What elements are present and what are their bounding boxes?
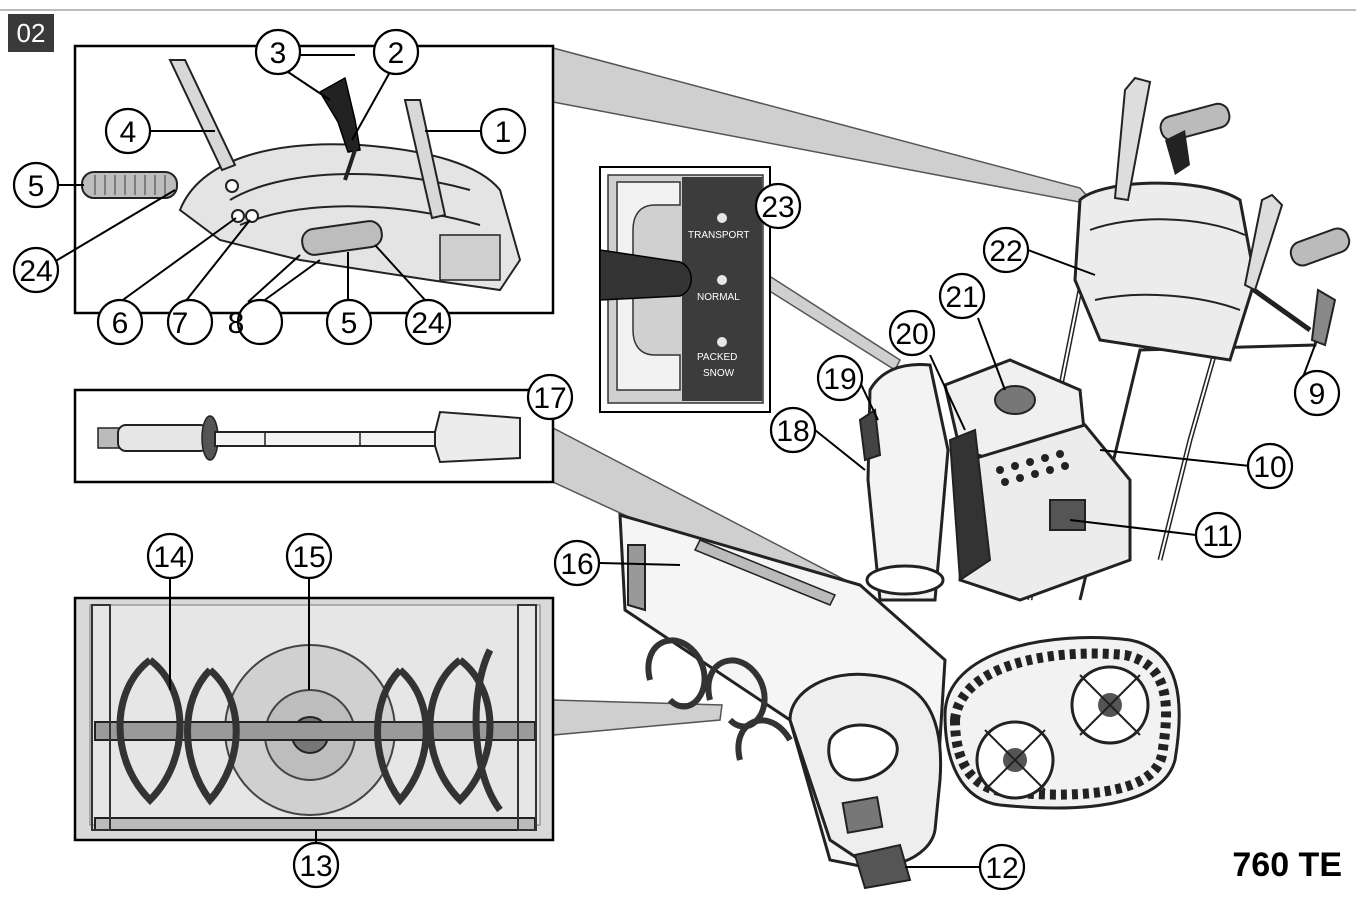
right-lever [403, 99, 447, 220]
callout-24-bottom: 24 [411, 307, 444, 340]
callout-15: 15 [292, 541, 325, 574]
selector-label-transport: TRANSPORT [688, 230, 750, 241]
model-label: 760 TE [1232, 846, 1342, 884]
callout-circles: 1 2 3 4 5 24 6 7 8 5 24 17 14 15 13 16 1… [12, 28, 1341, 891]
callout-4: 4 [120, 116, 137, 149]
selector-label-packed: PACKED [697, 352, 737, 363]
callout-21: 21 [945, 281, 978, 314]
callout-6: 6 [112, 307, 129, 340]
auger-shaft [94, 721, 536, 741]
callout-13: 13 [299, 850, 332, 883]
callout-5-left: 5 [28, 170, 45, 203]
wedge-auger [552, 699, 723, 736]
control-dashboard [1073, 181, 1257, 362]
left-lever [168, 59, 237, 172]
discharge-chute [866, 362, 950, 602]
callout-23: 23 [761, 191, 794, 224]
selector-inset: TRANSPORT NORMAL PACKED SNOW [599, 166, 771, 413]
callout-10: 10 [1253, 451, 1286, 484]
callout-18: 18 [776, 415, 809, 448]
callout-1: 1 [495, 116, 512, 149]
auger-inset [73, 578, 555, 843]
tool-inset [73, 388, 555, 484]
controls-leaders [53, 54, 480, 303]
callout-2: 2 [388, 37, 405, 70]
selector-lever [599, 249, 692, 301]
controls-inset [53, 44, 555, 315]
tool-scraper [434, 410, 521, 464]
skid-shoe [853, 843, 912, 890]
callout-17: 17 [533, 382, 566, 415]
callout-11: 11 [1202, 520, 1233, 553]
callout-7: 7 [172, 307, 189, 340]
auger-spirals [116, 648, 503, 813]
callout-9: 9 [1309, 378, 1326, 411]
wedge-selector [759, 268, 901, 372]
snow-blower [599, 76, 1351, 890]
middle-grip [301, 220, 383, 256]
callout-3: 3 [270, 37, 287, 70]
selector-label-snow: SNOW [703, 368, 735, 379]
callout-24-left: 24 [19, 255, 52, 288]
callout-8: 8 [228, 307, 245, 340]
figure-number: 02 [8, 14, 54, 52]
selector-label-normal: NORMAL [697, 292, 740, 303]
callout-5-bottom: 5 [341, 307, 358, 340]
callout-22: 22 [989, 235, 1022, 268]
callout-20: 20 [895, 318, 928, 351]
callout-19: 19 [823, 363, 856, 396]
callout-16: 16 [560, 548, 593, 581]
left-grip [81, 171, 178, 199]
machine-leaders [599, 249, 1316, 868]
callout-12: 12 [985, 852, 1018, 885]
fuel-cap [994, 385, 1036, 415]
callout-14: 14 [153, 541, 186, 574]
